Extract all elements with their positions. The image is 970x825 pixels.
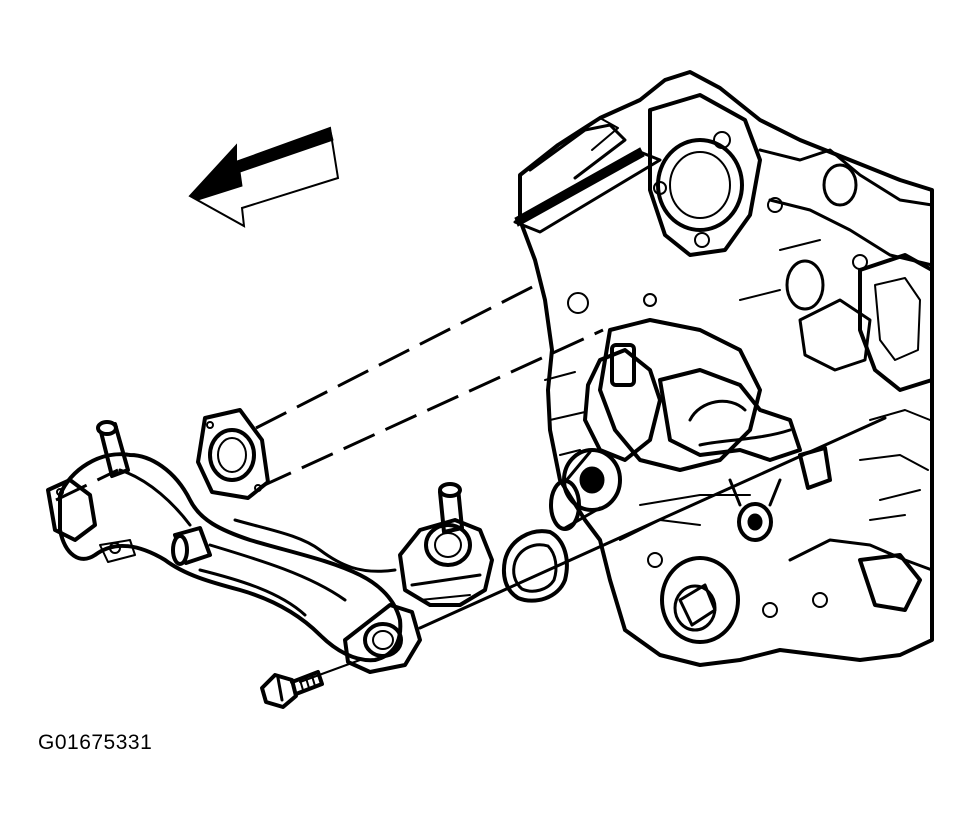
thermostat-housing (398, 482, 494, 607)
engine-block (513, 70, 934, 667)
coolant-pipe (46, 420, 422, 674)
direction-arrow-icon (188, 126, 340, 228)
upper-flange-gasket (196, 408, 270, 500)
figure-id-label: G01675331 (38, 731, 153, 754)
thermostat-gasket (501, 529, 569, 603)
alignment-lines (55, 281, 887, 683)
bolt-icon (260, 670, 324, 709)
